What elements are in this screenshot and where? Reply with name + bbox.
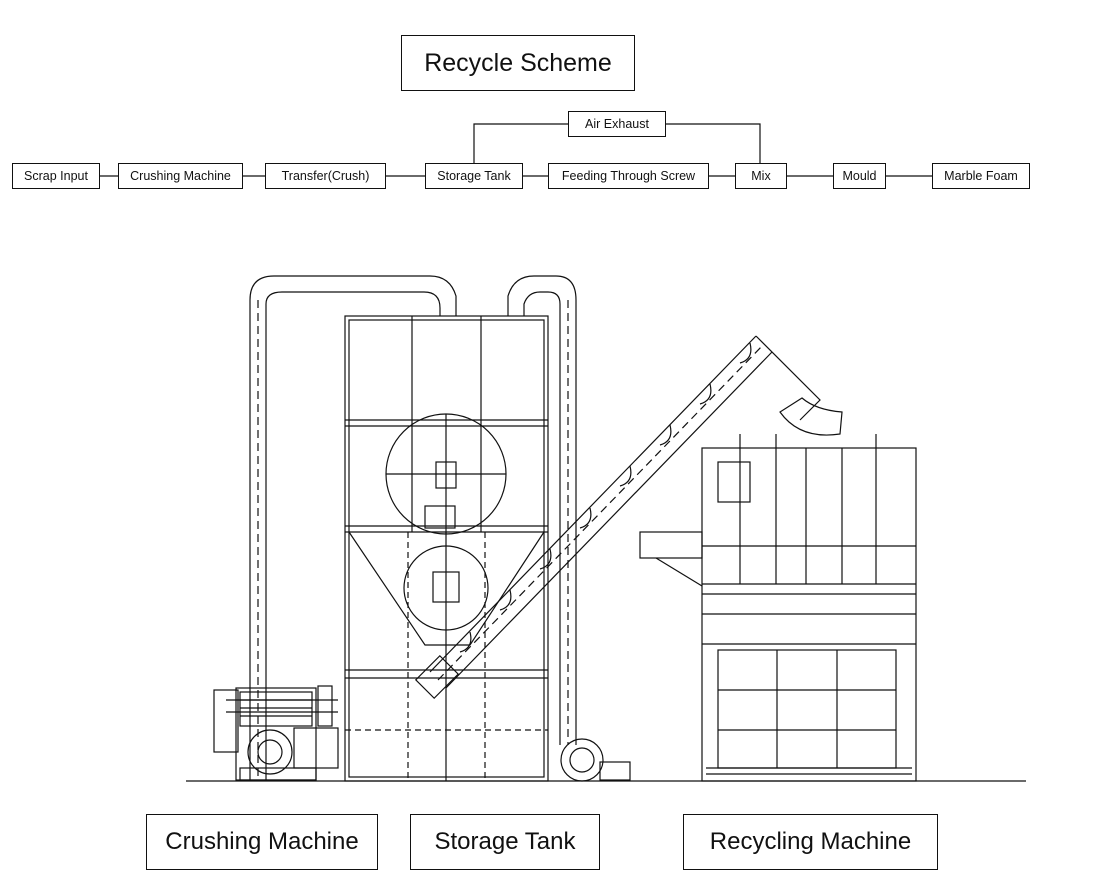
screw-conveyor-drawing <box>414 335 843 700</box>
label-recycling-machine: Recycling Machine <box>683 814 938 870</box>
flow-step-air-exhaust: Air Exhaust <box>568 111 666 137</box>
flow-connectors <box>100 123 932 177</box>
flow-step-crushing-machine: Crushing Machine <box>118 163 243 189</box>
label-storage-tank: Storage Tank <box>410 814 600 870</box>
storage-tank-drawing <box>344 315 549 782</box>
flow-step-transfer-crush: Transfer(Crush) <box>265 163 386 189</box>
page-title: Recycle Scheme <box>401 35 635 91</box>
label-crushing-machine: Crushing Machine <box>146 814 378 870</box>
flow-step-scrap-input: Scrap Input <box>12 163 100 189</box>
flow-step-mix: Mix <box>735 163 787 189</box>
flow-step-storage-tank: Storage Tank <box>425 163 523 189</box>
flow-step-marble-foam: Marble Foam <box>932 163 1030 189</box>
crushing-machine-drawing <box>213 685 339 781</box>
flow-step-mould: Mould <box>833 163 886 189</box>
pipe-system <box>249 275 631 782</box>
flow-step-feeding-through-screw: Feeding Through Screw <box>548 163 709 189</box>
recycling-machine-drawing <box>639 434 917 782</box>
